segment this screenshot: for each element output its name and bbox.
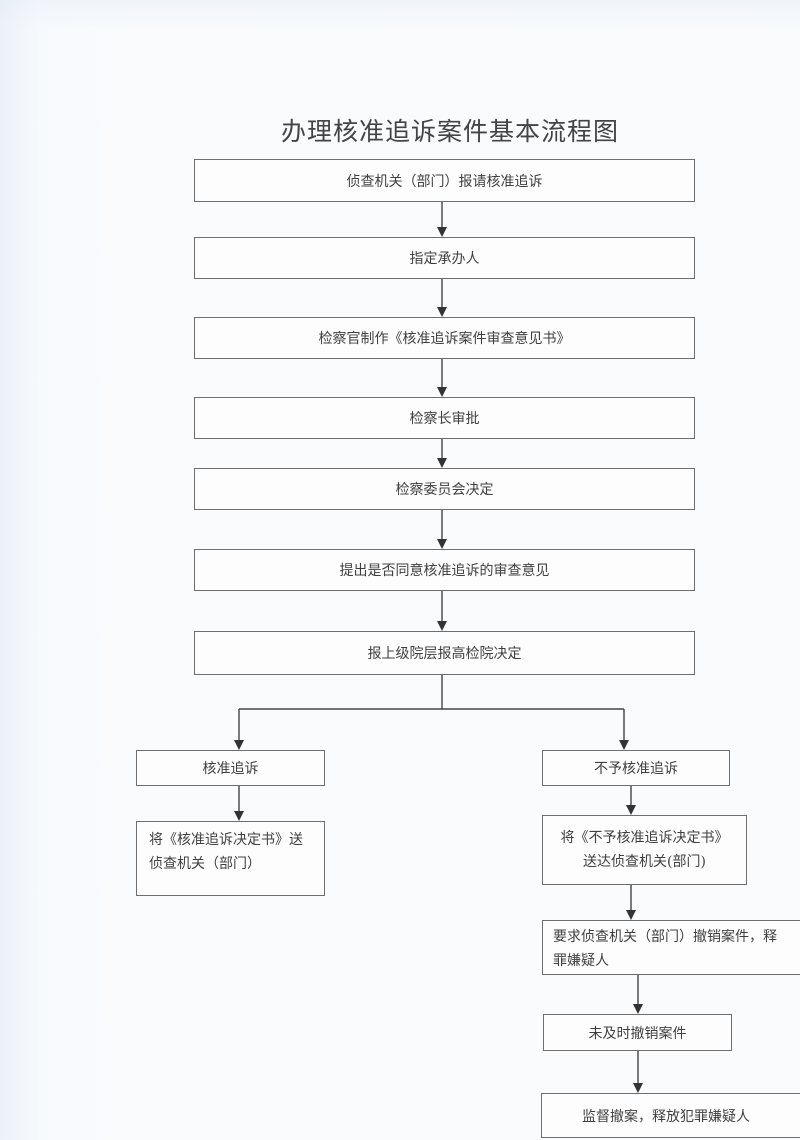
step-report-for-approval: 侦查机关（部门）报请核准追诉	[194, 159, 695, 202]
request-line: 要求侦查机关（部门）撤销案件，释	[553, 929, 777, 945]
supervise-revocation: 监督撤案，释放犯罪嫌疑人	[541, 1093, 800, 1138]
arrow-s6-s7	[437, 590, 447, 631]
case-not-revoked: 未及时撤销案件	[543, 1014, 732, 1051]
step-committee-decision: 检察委员会决定	[194, 468, 695, 510]
decision-reject: 不予核准追诉	[542, 750, 730, 786]
action-line: 侦查机关（部门）	[149, 856, 261, 872]
decision-label: 核准追诉	[202, 761, 259, 777]
step-assign-handler: 指定承办人	[194, 237, 695, 279]
step-prosecutor-opinion: 检察官制作《核准追诉案件审查意见书》	[194, 317, 695, 359]
step-label: 监督撤案，释放犯罪嫌疑人	[582, 1108, 750, 1125]
step-label: 指定承办人	[409, 251, 480, 267]
action-line: 将《不予核准追诉决定书》	[560, 830, 729, 846]
step-label: 检察长审批	[409, 411, 480, 427]
step-label: 报上级院层报高检院决定	[367, 646, 522, 662]
step-label: 侦查机关（部门）报请核准追诉	[346, 173, 543, 190]
arrow-reject-action	[626, 786, 636, 815]
request-revoke-case: 要求侦查机关（部门）撤销案件，释 罪嫌疑人	[542, 920, 800, 975]
step-chief-approval: 检察长审批	[194, 397, 695, 439]
branch-connector	[234, 674, 629, 750]
arrow-s3-s4	[437, 358, 447, 397]
arrow-action-request	[626, 885, 636, 920]
reject-send-decision: 将《不予核准追诉决定书》 送达侦查机关(部门)	[542, 815, 747, 885]
arrow-s4-s5	[437, 438, 447, 468]
arrow-approve-action	[234, 786, 244, 821]
decision-label: 不予核准追诉	[594, 761, 678, 777]
action-line: 送达侦查机关(部门)	[583, 854, 706, 870]
arrow-notrevoked-supervise	[633, 1051, 643, 1093]
arrow-s1-s2	[437, 201, 447, 237]
step-report-supreme: 报上级院层报高检院决定	[194, 631, 695, 675]
approve-send-decision: 将《核准追诉决定书》送 侦查机关（部门）	[136, 821, 325, 896]
step-review-opinion: 提出是否同意核准追诉的审查意见	[194, 549, 695, 591]
arrow-s5-s6	[437, 509, 447, 549]
step-label: 未及时撤销案件	[588, 1025, 687, 1042]
step-label: 检察委员会决定	[395, 482, 494, 498]
request-line: 罪嫌疑人	[553, 953, 609, 969]
step-label: 提出是否同意核准追诉的审查意见	[339, 563, 550, 579]
decision-approve: 核准追诉	[136, 750, 325, 786]
arrow-request-notrevoked	[633, 975, 643, 1014]
action-line: 将《核准追诉决定书》送	[149, 832, 303, 848]
flowchart-title: 办理核准追诉案件基本流程图	[280, 117, 619, 146]
arrow-s2-s3	[437, 278, 447, 317]
step-label: 检察官制作《核准追诉案件审查意见书》	[318, 331, 571, 347]
